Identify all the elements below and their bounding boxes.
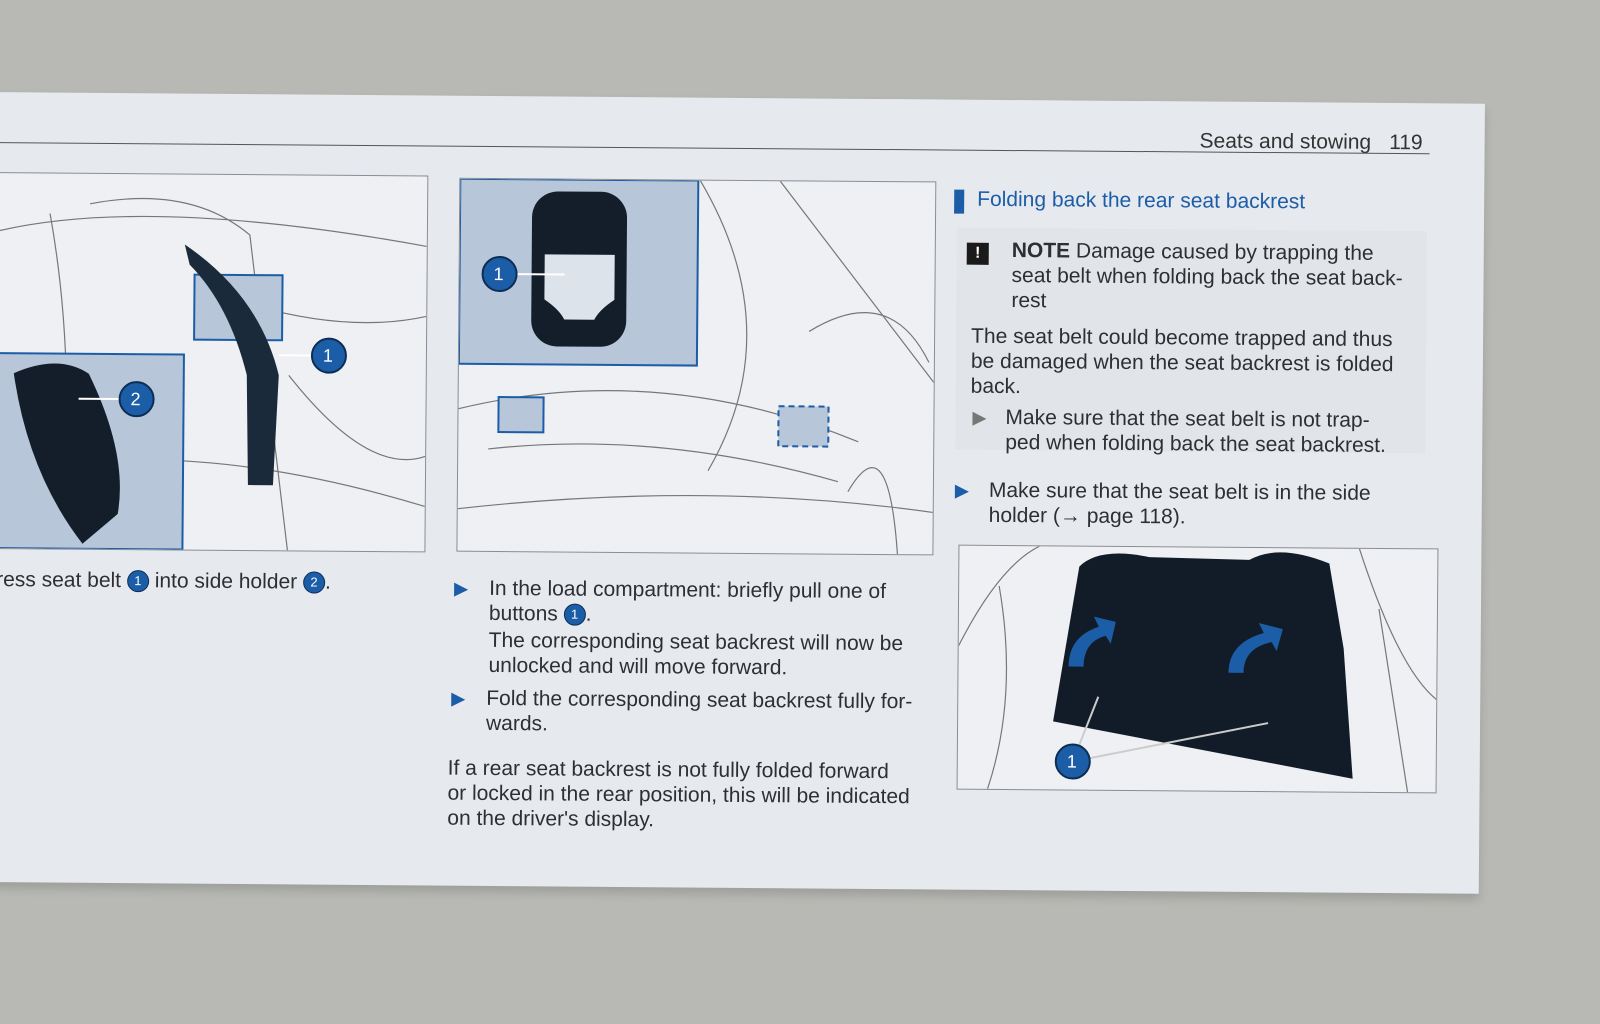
figure-callout-1: 1: [494, 264, 504, 284]
caption-text: ress seat belt: [0, 568, 122, 593]
step-arrow-icon: [451, 692, 466, 707]
caption-period: .: [324, 570, 331, 594]
step-result: The corresponding seat backrest will now…: [488, 628, 904, 656]
note-title-line: seat belt when folding back the seat bac…: [1011, 264, 1403, 291]
note-body-line: back.: [970, 374, 1022, 399]
load-compartment-figure: 1: [456, 177, 937, 556]
callout-2: 2: [302, 571, 326, 595]
seat-belt-figure: 1 2: [0, 171, 429, 553]
step-text: buttons: [488, 601, 558, 626]
step-text: Fold the corresponding seat backrest ful…: [486, 686, 913, 714]
paragraph-line: If a rear seat backrest is not fully fol…: [447, 756, 889, 784]
page-number: 119: [1389, 130, 1423, 155]
step-2: Fold the corresponding seat backrest ful…: [486, 686, 912, 739]
step-result: unlocked and will move forward.: [488, 653, 788, 680]
step-line: holder (→ page 118).: [988, 503, 1186, 529]
figure-callout-1: 1: [323, 346, 333, 366]
note-step: Make sure that the seat belt is not trap…: [1005, 405, 1386, 458]
section-marker: [954, 189, 965, 214]
section-title: Folding back the rear seat backrest: [977, 187, 1306, 214]
side-holder-step: Make sure that the seat belt is in the s…: [989, 478, 1371, 531]
manual-page: Seats and stowing 119 1 2 ress seat belt …: [0, 92, 1485, 894]
step-text: wards.: [485, 711, 549, 736]
left-caption: ress seat belt 1 into side holder 2.: [0, 567, 331, 595]
display-info-paragraph: If a rear seat backrest is not fully fol…: [447, 756, 910, 835]
figure-callout-1: 1: [1067, 751, 1077, 771]
step-arrow-icon: [972, 411, 987, 426]
note-body-line: be damaged when the seat backrest is fol…: [970, 349, 1394, 377]
note-step-line: ped when folding back the seat backrest.: [1005, 430, 1386, 457]
callout-1: 1: [563, 603, 586, 627]
paragraph-line: on the driver's display.: [447, 806, 655, 832]
step-1: In the load compartment: briefly pull on…: [488, 576, 903, 681]
note-title-line: rest: [1011, 289, 1047, 313]
callout-1: 1: [126, 570, 149, 593]
step-line: Make sure that the seat belt is in the s…: [988, 478, 1371, 505]
step-arrow-icon: [954, 484, 969, 499]
paragraph-line: or locked in the rear position, this wil…: [447, 781, 910, 809]
step-arrow-icon: [454, 582, 469, 597]
figure-callout-2: 2: [131, 389, 141, 409]
warning-icon: !: [966, 242, 989, 265]
note-body: The seat belt could become trapped and t…: [971, 324, 1394, 402]
note-body-line: The seat belt could become trapped and t…: [971, 324, 1393, 352]
note-title: NOTE Damage caused by trapping the seat …: [1011, 238, 1403, 316]
caption-text: into side holder: [154, 569, 298, 594]
note-label: NOTE: [1011, 239, 1071, 263]
note-title-line: Damage caused by trapping the: [1075, 239, 1374, 265]
rear-seat-backrest-figure: 1: [956, 544, 1439, 794]
note-step-line: Make sure that the seat belt is not trap…: [1005, 405, 1370, 432]
step-text: In the load compartment: briefly pull on…: [489, 576, 887, 604]
step-period: .: [585, 602, 592, 626]
section-name: Seats and stowing: [1199, 129, 1372, 154]
